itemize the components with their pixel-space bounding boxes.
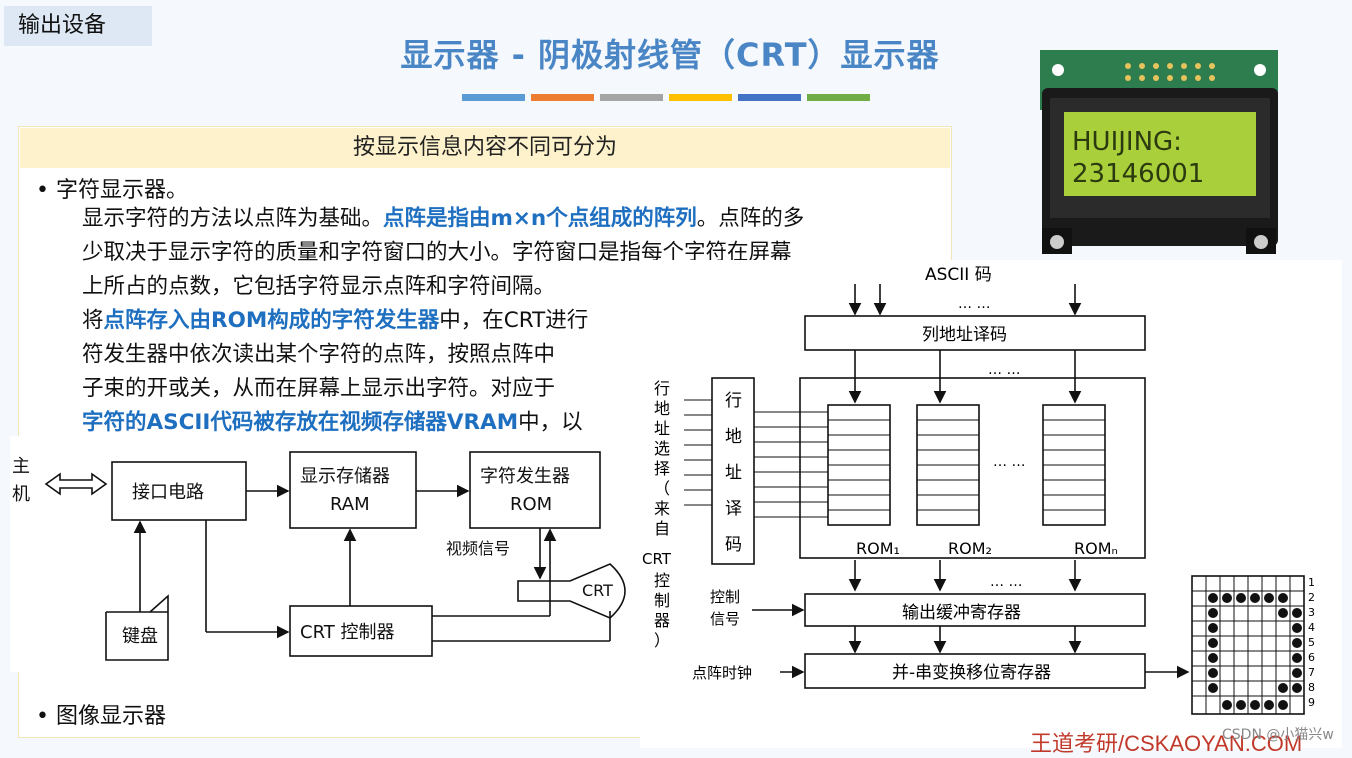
dots-lower: … … [990, 574, 1022, 590]
svg-text:）: ） [654, 631, 670, 650]
svg-text:（: （ [654, 479, 670, 498]
svg-text:5: 5 [1308, 636, 1315, 649]
svg-text:器: 器 [654, 611, 670, 630]
svg-text:来: 来 [654, 499, 670, 518]
rom-structure-figure: ASCII 码 … … 列地址译码 … … … … ROM₁ ROM₂ ROMₙ… [640, 260, 1342, 748]
svg-text:择: 择 [654, 459, 670, 478]
svg-text:译: 译 [725, 499, 742, 519]
svg-text:行: 行 [654, 379, 670, 398]
svg-text:8: 8 [1308, 681, 1315, 694]
svg-text:码: 码 [725, 535, 742, 555]
host-label-2: 机 [12, 484, 30, 505]
svg-text:3: 3 [1308, 606, 1315, 619]
accent-bar-5 [738, 94, 801, 101]
crt-label: CRT [582, 581, 613, 600]
accent-bar-1 [462, 94, 525, 101]
svg-text:1: 1 [1308, 576, 1315, 589]
crt-ctrl-label: CRT 控制器 [300, 622, 394, 643]
svg-text:CRT: CRT [642, 550, 672, 568]
grid-row-numbers: 1 2 3 4 5 6 7 8 9 [1308, 576, 1315, 709]
accent-bar-4 [669, 94, 732, 101]
bullet-char-display: • 字符显示器。 [36, 172, 188, 204]
ctrl-signal-2: 信号 [710, 610, 740, 628]
ascii-label: ASCII 码 [925, 265, 992, 285]
vram-label-1: 显示存储器 [300, 466, 390, 487]
accent-bars [462, 86, 876, 105]
svg-text:7: 7 [1308, 666, 1315, 679]
svg-text:址: 址 [654, 419, 670, 438]
chargen-label-2: ROM [510, 494, 552, 515]
chargen-label-1: 字符发生器 [480, 466, 570, 487]
out-buffer-label: 输出缓冲寄存器 [902, 603, 1021, 623]
dot-clock-label: 点阵时钟 [692, 664, 752, 682]
chargen-box [470, 452, 600, 528]
svg-text:行: 行 [725, 391, 742, 411]
panel-header: 按显示信息内容不同可分为 [20, 128, 950, 168]
col-decoder-label: 列地址译码 [922, 325, 1007, 345]
svg-text:4: 4 [1308, 621, 1315, 634]
ctrl-signal-1: 控制 [710, 588, 740, 606]
crt-block-diagram: 主 机 接口电路 显示存储器 RAM 字符发生器 ROM 视频信号 CRT 键盘… [10, 436, 640, 672]
row-decoder-text: 行 地 址 译 码 [725, 391, 742, 555]
csdn-watermark: CSDN @小猫兴w [1222, 724, 1334, 744]
rom-structure-svg: ASCII 码 … … 列地址译码 … … … … ROM₁ ROM₂ ROMₙ… [640, 260, 1342, 748]
accent-bar-2 [531, 94, 594, 101]
svg-text:址: 址 [725, 463, 742, 483]
svg-text:地: 地 [725, 427, 742, 447]
svg-text:6: 6 [1308, 651, 1315, 664]
dots-top: … … [958, 296, 990, 312]
svg-text:9: 9 [1308, 696, 1315, 709]
lcd-module-photo: HUIJING: 23146001 [1036, 50, 1282, 258]
rom-label-1: ROM₁ [856, 539, 900, 558]
dots-mid: … … [988, 362, 1020, 378]
rom-label-n: ROMₙ [1074, 539, 1118, 558]
svg-text:2: 2 [1308, 591, 1315, 604]
keyboard-label: 键盘 [122, 626, 158, 647]
section-tag: 输出设备 [4, 6, 152, 46]
vram-box [290, 452, 416, 528]
rom-label-2: ROM₂ [948, 539, 992, 558]
svg-text:自: 自 [654, 519, 670, 538]
lcd-line-2: 23146001 [1072, 159, 1204, 189]
svg-text:制: 制 [654, 591, 670, 610]
shift-reg-label: 并-串变换移位寄存器 [892, 663, 1051, 683]
crt-block-svg: 主 机 接口电路 显示存储器 RAM 字符发生器 ROM 视频信号 CRT 键盘… [10, 436, 640, 672]
svg-text:控: 控 [654, 571, 670, 590]
page-title: 显示器 - 阴极射线管（CRT）显示器 [300, 30, 1040, 76]
para-line-1: 显示字符的方法以点阵为基础。点阵是指由m×n个点组成的阵列。点阵的多 [82, 202, 942, 236]
row-select-text: 行 地 址 选 择 （ 来 自 CRT 控 制 器 ） [642, 379, 672, 650]
video-signal-label: 视频信号 [446, 539, 510, 558]
accent-bar-3 [600, 94, 663, 101]
host-label-1: 主 [12, 456, 30, 477]
svg-text:地: 地 [654, 399, 670, 418]
dots-roms: … … [993, 454, 1025, 470]
vram-label-2: RAM [330, 494, 370, 515]
lcd-line-1: HUIJING: [1072, 127, 1182, 157]
interface-label: 接口电路 [132, 482, 204, 503]
bullet-image-display: • 图像显示器 [36, 698, 166, 730]
svg-text:选: 选 [654, 439, 670, 458]
accent-bar-6 [807, 94, 870, 101]
